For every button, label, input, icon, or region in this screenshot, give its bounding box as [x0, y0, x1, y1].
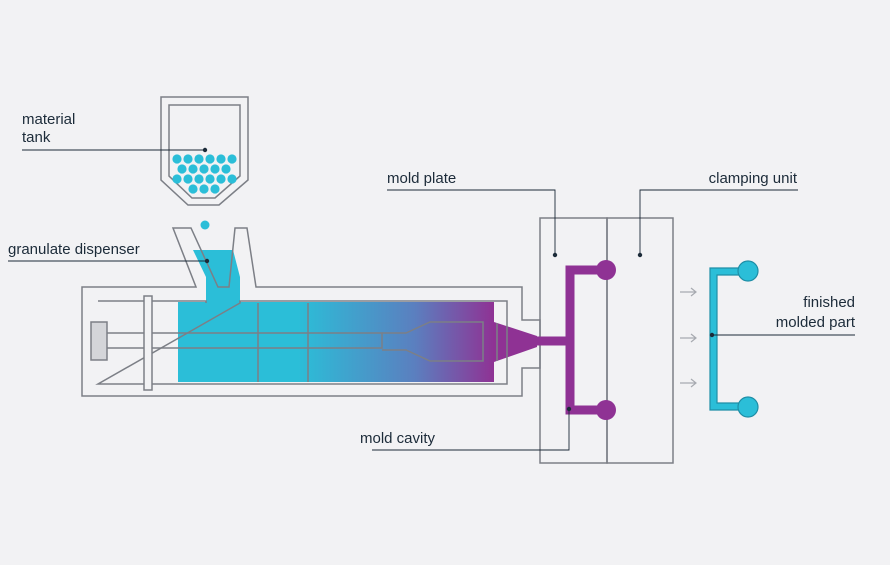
label-mold-plate: mold plate: [387, 170, 456, 187]
granule: [210, 184, 220, 194]
granule: [183, 174, 193, 184]
dispenser-fill: [193, 250, 240, 303]
granule: [205, 154, 215, 164]
label-material-tank-line2: tank: [22, 129, 51, 146]
granule: [205, 174, 215, 184]
granule: [194, 174, 204, 184]
granule: [188, 184, 198, 194]
granule: [172, 154, 182, 164]
granule: [172, 174, 182, 184]
piston-head: [90, 321, 108, 361]
leader-dots: [202, 147, 715, 412]
transfer-arrows: [680, 287, 697, 388]
granule: [183, 154, 193, 164]
label-clamping-unit: clamping unit: [709, 170, 798, 187]
mold-cavity-part: [537, 260, 616, 420]
label-finished-part-line2: molded part: [776, 314, 856, 331]
label-material-tank-line1: material: [22, 111, 75, 128]
label-mold-cavity: mold cavity: [360, 430, 436, 447]
nozzle-fill: [494, 322, 537, 362]
granule: [227, 154, 237, 164]
granule: [199, 184, 209, 194]
finished-part: [709, 260, 759, 418]
granule: [221, 164, 231, 174]
piston-flange: [143, 295, 153, 391]
granule: [216, 154, 226, 164]
barrel-melt-fill: [178, 302, 494, 382]
granule: [177, 164, 187, 174]
granule: [210, 164, 220, 174]
injection-unit: [81, 227, 541, 397]
granules: [172, 154, 237, 194]
leader-lines: [8, 149, 855, 451]
label-finished-part-line1: finished: [803, 294, 855, 311]
falling-granule: [200, 220, 210, 230]
granule: [199, 164, 209, 174]
granule: [216, 174, 226, 184]
granule: [188, 164, 198, 174]
label-granulate-dispenser: granulate dispenser: [8, 241, 140, 258]
granule: [194, 154, 204, 164]
granule: [227, 174, 237, 184]
material-tank: [160, 96, 249, 206]
